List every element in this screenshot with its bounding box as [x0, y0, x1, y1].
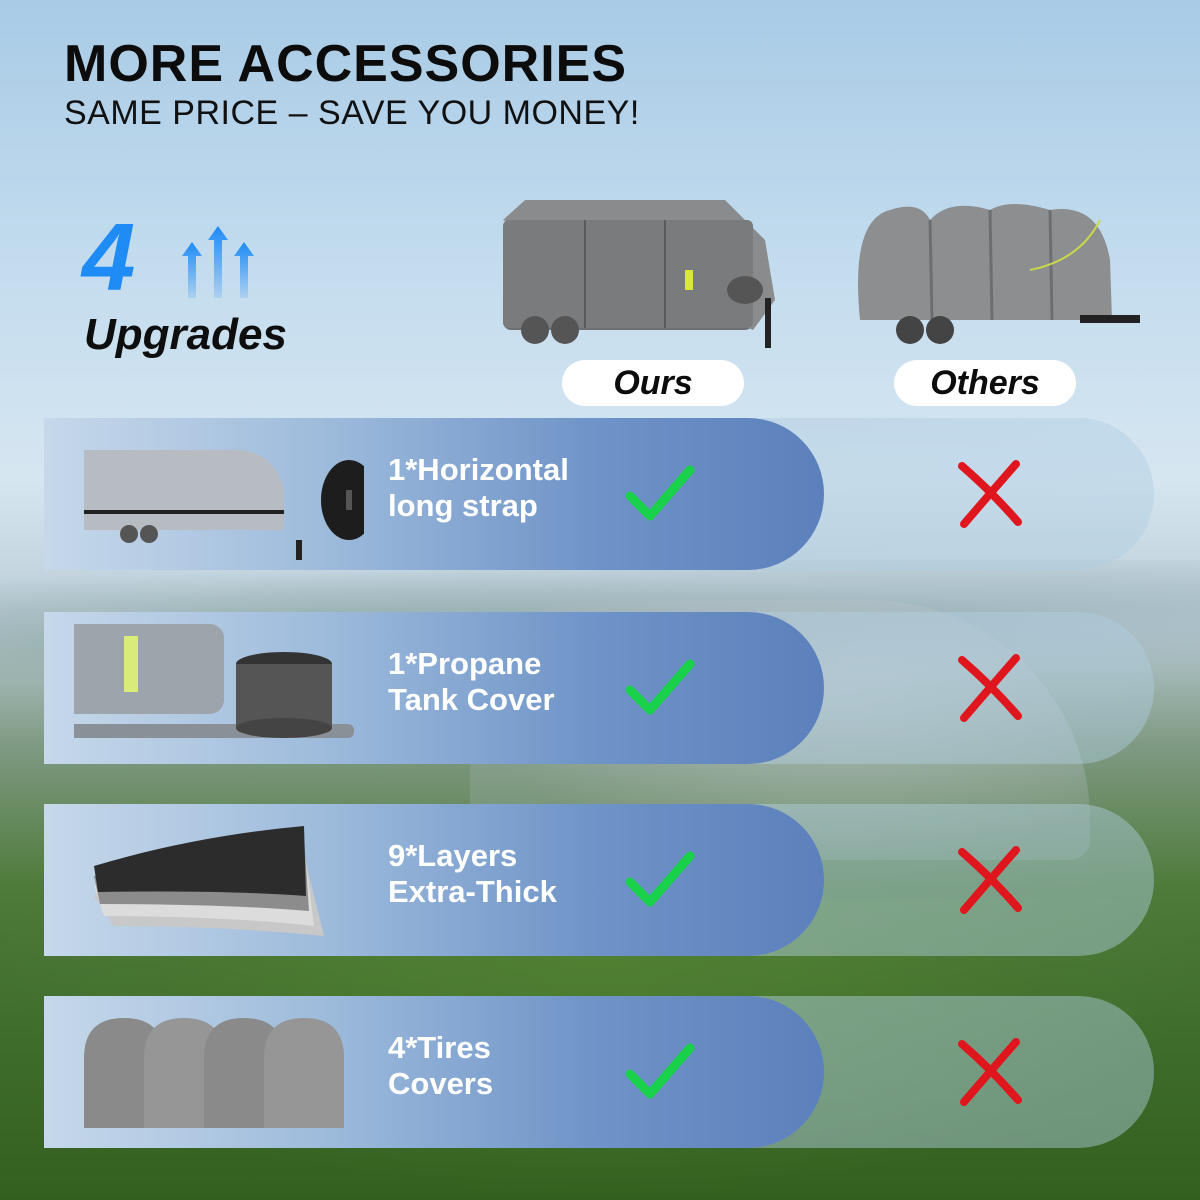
row-label: 1*Horizontal long strap: [388, 452, 628, 524]
propane-cover-image: [74, 624, 354, 738]
row-label-line2: Covers: [388, 1066, 494, 1101]
check-icon: [625, 1043, 695, 1099]
upgrades-label: Upgrades: [84, 310, 287, 359]
cross-icon: [958, 654, 1022, 722]
row-label: 9*Layers Extra-Thick: [388, 838, 628, 910]
row-label-line2: Extra-Thick: [388, 874, 557, 909]
check-icon: [625, 465, 695, 521]
headline: MORE ACCESSORIES: [64, 35, 628, 93]
row-label-line1: 1*Propane: [388, 646, 542, 681]
row-label-line2: long strap: [388, 488, 538, 523]
row-label-line2: Tank Cover: [388, 682, 555, 717]
comparison-row-layers: 9*Layers Extra-Thick: [44, 804, 1154, 956]
row-label-line1: 9*Layers: [388, 838, 518, 873]
up-arrows-icon: [182, 226, 254, 298]
ours-trailer-cover-image: [503, 200, 775, 348]
strap-image: [84, 450, 364, 560]
row-label-line1: 1*Horizontal: [388, 452, 569, 487]
subheadline: SAME PRICE – SAVE YOU MONEY!: [64, 94, 640, 132]
cross-icon: [958, 1038, 1022, 1106]
column-label-others: Others: [894, 360, 1076, 406]
check-icon: [625, 659, 695, 715]
others-trailer-cover-image: [858, 204, 1140, 344]
comparison-row-strap: 1*Horizontal long strap: [44, 418, 1154, 570]
upgrade-count: 4: [82, 204, 136, 311]
row-label: 4*Tires Covers: [388, 1030, 628, 1102]
row-label: 1*Propane Tank Cover: [388, 646, 628, 718]
tire-covers-image: [84, 1018, 344, 1128]
comparison-row-tires: 4*Tires Covers: [44, 996, 1154, 1148]
comparison-row-propane: 1*Propane Tank Cover: [44, 612, 1154, 764]
check-icon: [625, 851, 695, 907]
row-label-line1: 4*Tires: [388, 1030, 491, 1065]
cross-icon: [958, 460, 1022, 528]
cross-icon: [958, 846, 1022, 914]
fabric-layers-image: [94, 826, 324, 936]
column-label-ours: Ours: [562, 360, 744, 406]
